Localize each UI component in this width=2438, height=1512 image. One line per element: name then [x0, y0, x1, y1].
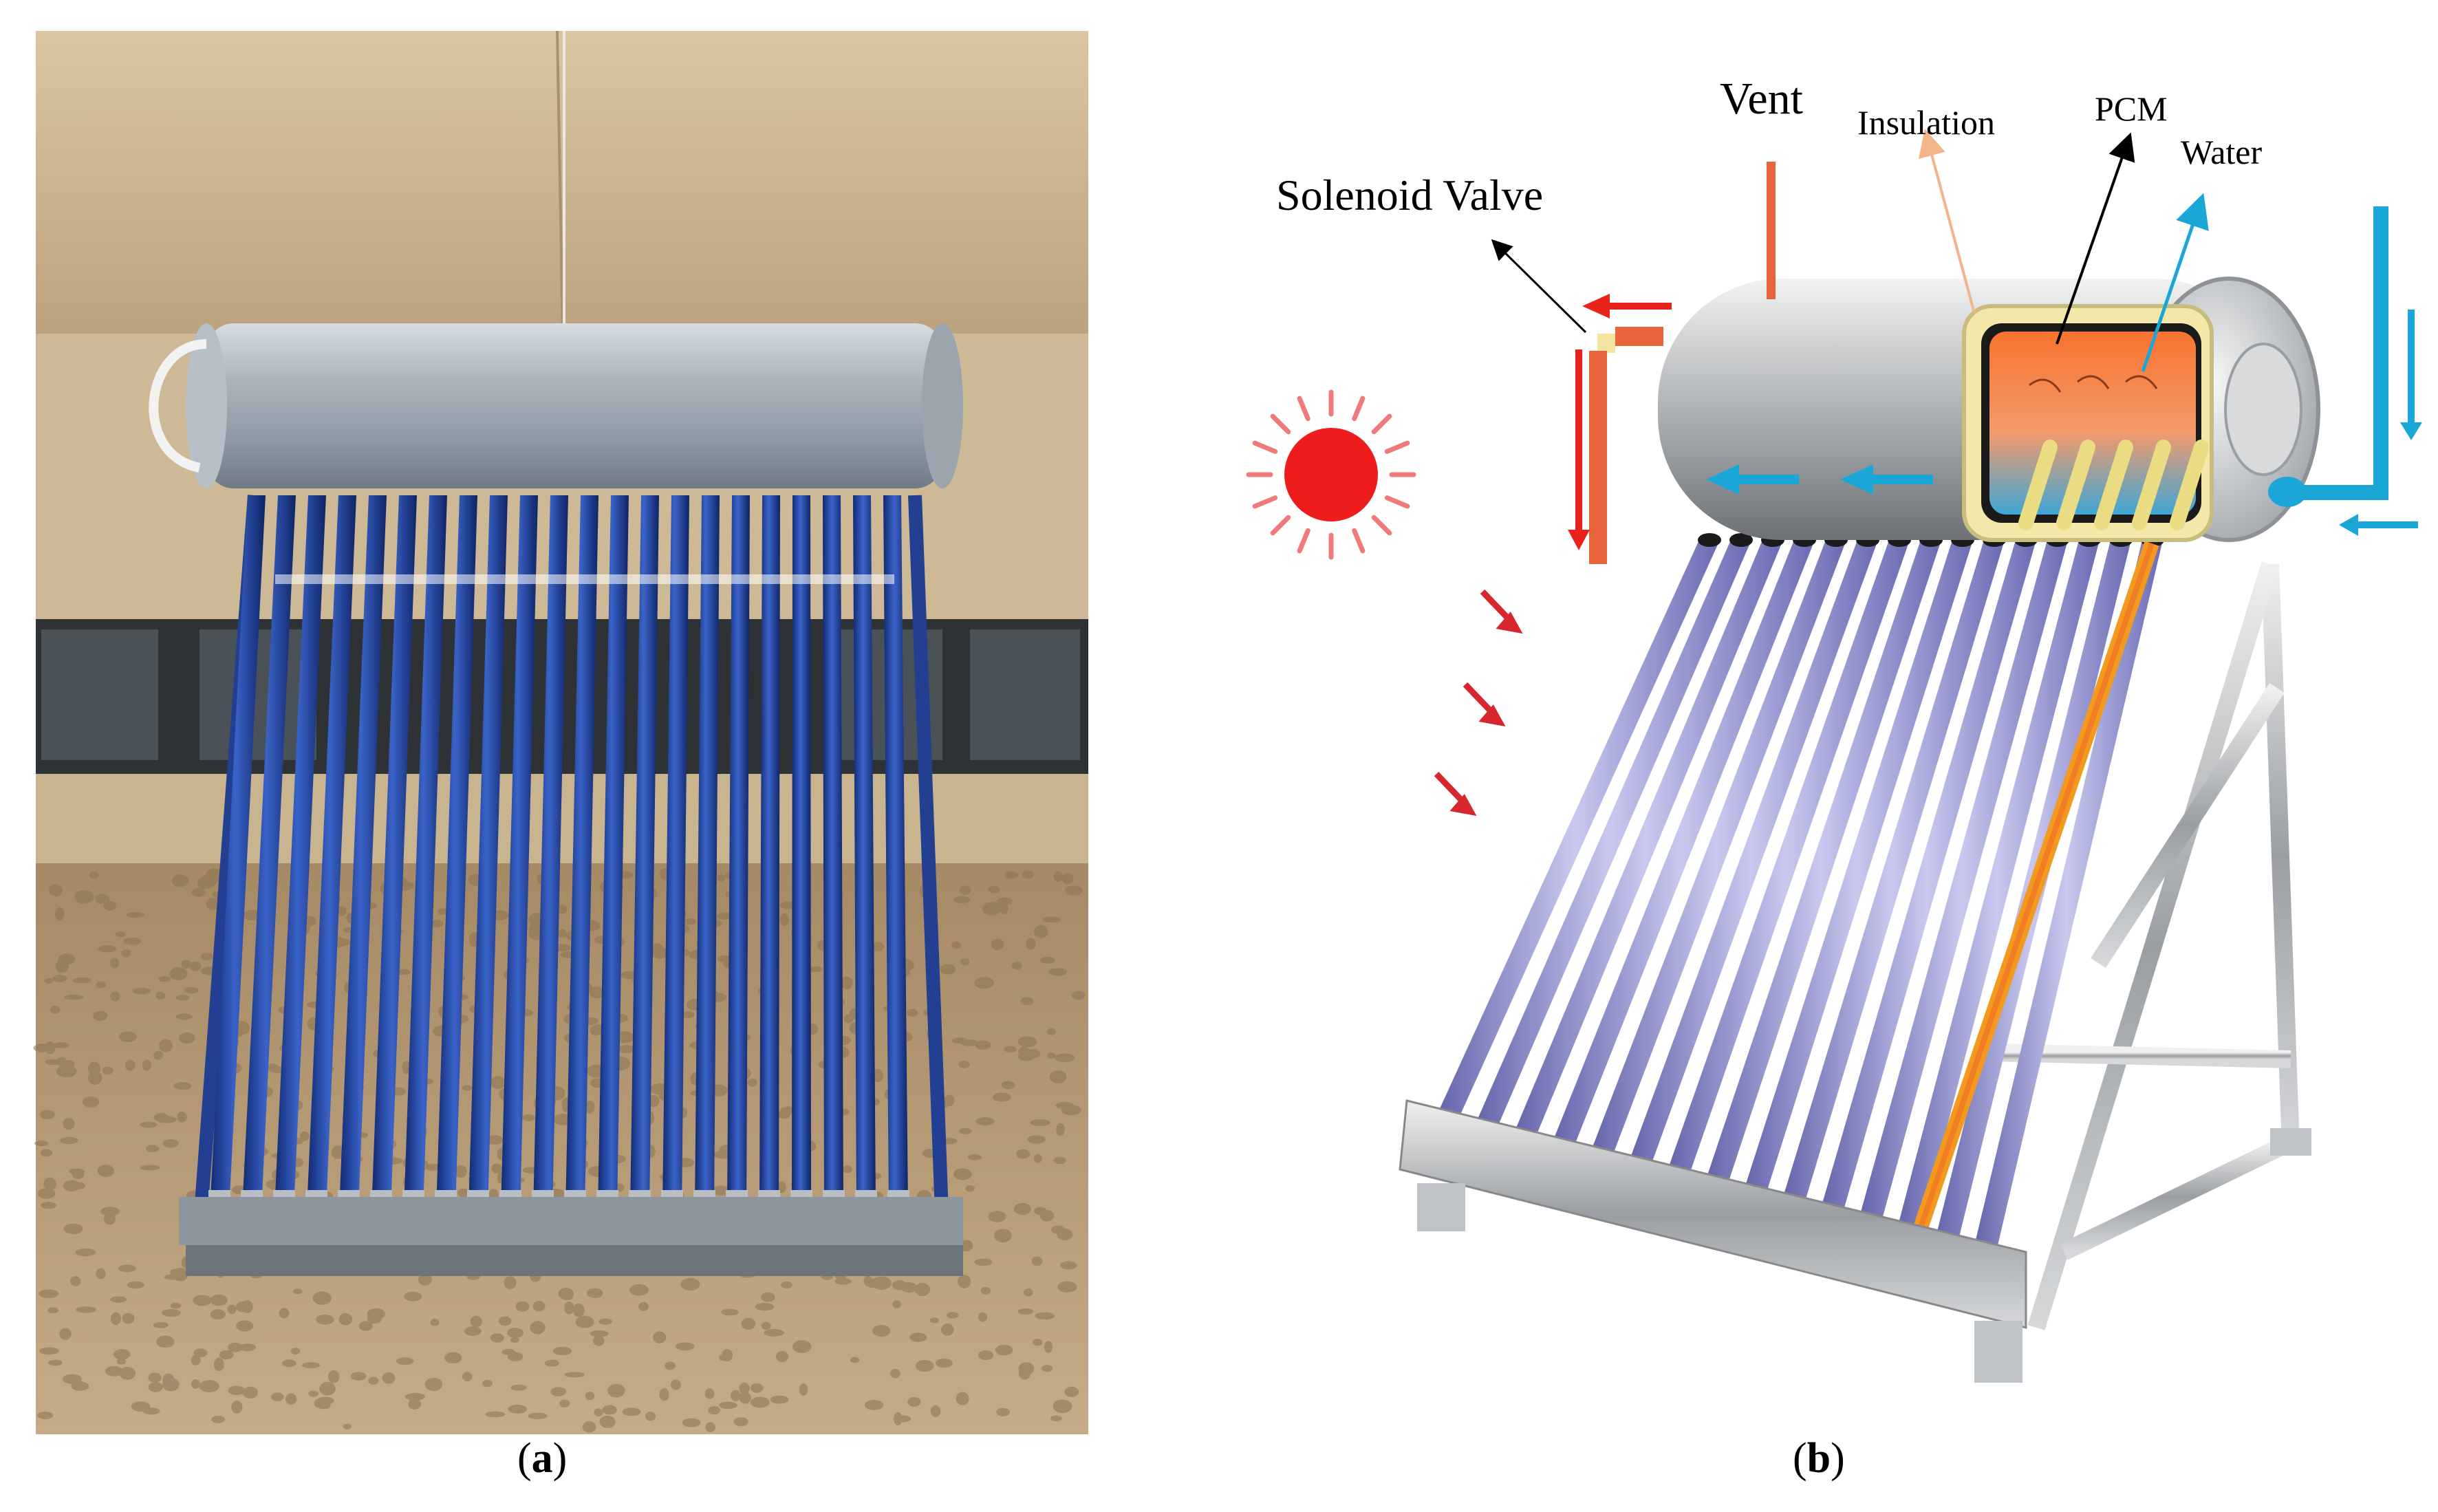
evacuated-tube [501, 495, 538, 1211]
evacuated-tube [210, 495, 266, 1211]
evacuated-tube [1855, 540, 2068, 1234]
evacuated-tubes [208, 495, 909, 1212]
evacuated-tube [371, 495, 417, 1211]
evacuated-tube [1546, 540, 1815, 1157]
evacuated-tube [468, 495, 508, 1211]
sun-icon [1246, 389, 1416, 560]
solenoid-valve-body [1597, 334, 1615, 353]
bottom-rail [179, 1197, 963, 1245]
evacuated-tube [242, 495, 296, 1211]
water-zone [1989, 332, 2196, 515]
evacuated-tube [662, 495, 689, 1211]
storage-tank-photo [149, 323, 963, 488]
evacuated-tube [853, 495, 876, 1211]
solenoid-valve-label: Solenoid Valve [1276, 171, 1543, 219]
evacuated-tubes-diagram [1431, 533, 2164, 1263]
evacuated-tube [1508, 540, 1783, 1147]
vent-pipe [1767, 162, 1776, 299]
evacuated-tube [565, 495, 598, 1211]
evacuated-tube [1778, 540, 2005, 1215]
evacuated-tube [436, 495, 477, 1211]
water-label: Water [2181, 133, 2262, 171]
panel-a-photo [33, 30, 1088, 1434]
solar-radiation-arrows [1434, 589, 1523, 817]
wall-ledge [36, 774, 1088, 863]
evacuated-tube [533, 495, 568, 1211]
insulation-label: Insulation [1857, 103, 1995, 142]
evacuated-tube [1816, 540, 2036, 1224]
evacuated-tube [883, 495, 908, 1211]
caption-a: (a) [517, 1435, 568, 1482]
evacuated-tube [404, 495, 447, 1211]
pcm-leader [2056, 132, 2135, 345]
evacuated-tube [1623, 540, 1878, 1176]
evacuated-tube [759, 495, 780, 1211]
evacuated-tube [1893, 540, 2100, 1244]
caption-b: (b) [1793, 1435, 1845, 1482]
evacuated-tube [1701, 540, 1941, 1196]
evacuated-tube [274, 495, 326, 1211]
evacuated-tube [1739, 540, 1973, 1205]
tank-cutaway [1962, 304, 2214, 542]
evacuated-tube [598, 495, 629, 1211]
evacuated-tube [1585, 540, 1846, 1167]
foot-right [2270, 1128, 2311, 1156]
water-flow-arrows [1706, 464, 1933, 495]
evacuated-tube [1431, 540, 1720, 1128]
evacuated-tube [1970, 540, 2163, 1263]
evacuated-tube [792, 495, 811, 1211]
water-leader [2141, 193, 2209, 372]
vent-label: Vent [1720, 74, 1803, 124]
evacuated-tube [1662, 540, 1910, 1186]
hot-water-outlet [1568, 294, 1672, 564]
evacuated-tube [307, 495, 356, 1211]
evacuated-tube [727, 495, 750, 1211]
solenoid-valve-leader [1491, 239, 1587, 334]
pcm-label: PCM [2095, 89, 2168, 128]
panel-b-diagram: Vent Insulation PCM Water Solenoid Valve [1246, 74, 2422, 1383]
insulation-leader [1919, 129, 1976, 314]
evacuated-tube [339, 495, 387, 1211]
cold-water-inlet [2287, 206, 2422, 536]
stand-frame [1994, 561, 2300, 1330]
bottom-rail-diagram [1399, 1099, 2027, 1383]
evacuated-tube [630, 495, 659, 1211]
evacuated-tube [1469, 540, 1751, 1138]
evacuated-tube [823, 495, 843, 1211]
evacuated-tube [695, 495, 720, 1211]
